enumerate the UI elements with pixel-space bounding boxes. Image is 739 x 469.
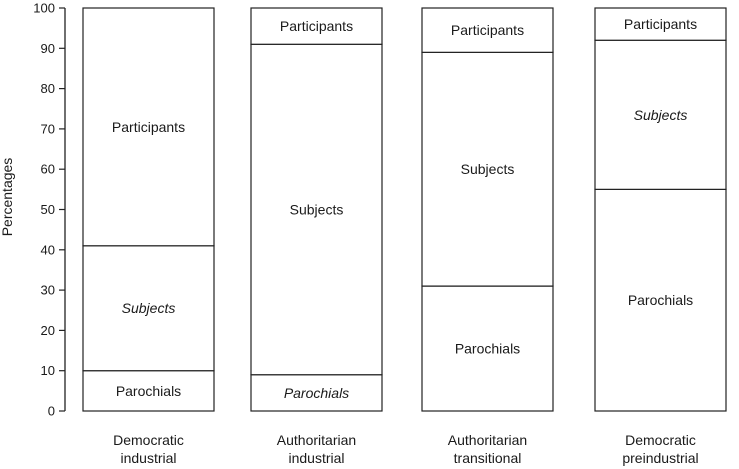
y-tick-label: 0 xyxy=(48,404,55,419)
segment-label-subjects: Subjects xyxy=(634,107,688,123)
bar-segment-parochials xyxy=(421,285,554,412)
x-axis-labels: Democratic industrial Authoritarian industr… xyxy=(113,432,699,466)
segment-label-subjects: Subjects xyxy=(461,161,515,177)
y-tick-label: 50 xyxy=(41,202,55,217)
segment-label-parochials: Parochials xyxy=(116,383,181,399)
y-tick-label: 20 xyxy=(41,323,55,338)
y-tick-label: 60 xyxy=(41,162,55,177)
bar-segment-participants xyxy=(421,7,554,53)
bar-segment-subjects xyxy=(250,43,383,376)
y-tick-label: 90 xyxy=(41,41,55,56)
y-tick-label: 100 xyxy=(33,1,55,16)
segment-label-parochials: Parochials xyxy=(455,341,520,357)
segment-label-participants: Participants xyxy=(280,18,353,34)
segment-label-parochials: Parochials xyxy=(284,385,349,401)
y-tick-label: 30 xyxy=(41,283,55,298)
bar-segment-parochials xyxy=(594,188,727,412)
y-tick-label: 80 xyxy=(41,81,55,96)
segment-label-parochials: Parochials xyxy=(628,292,693,308)
bar-segment-subjects xyxy=(82,245,215,372)
bar-segment-subjects xyxy=(421,51,554,287)
category-label: industrial xyxy=(288,450,344,466)
segment-label-participants: Participants xyxy=(112,119,185,135)
bar-segment-parochials xyxy=(82,370,215,412)
y-axis: 0 10 20 30 40 50 60 70 80 90 100 xyxy=(33,1,66,419)
y-tick-label: 40 xyxy=(41,242,55,257)
bar-segment-participants xyxy=(82,7,215,247)
segment-label-participants: Participants xyxy=(624,16,697,32)
category-label: transitional xyxy=(454,450,522,466)
segment-label-subjects: Subjects xyxy=(122,300,176,316)
category-label: industrial xyxy=(120,450,176,466)
category-label: preindustrial xyxy=(622,450,698,466)
y-tick-label: 10 xyxy=(41,363,55,378)
category-label: Democratic xyxy=(625,432,696,448)
segment-label-subjects: Subjects xyxy=(290,202,344,218)
bar-segment-participants xyxy=(250,7,383,45)
category-label: Authoritarian xyxy=(448,432,527,448)
bar-segment-participants xyxy=(594,7,727,41)
category-label: Authoritarian xyxy=(277,432,356,448)
y-axis-label: Percentages xyxy=(0,158,15,237)
bar-segment-subjects xyxy=(594,39,727,190)
category-label: Democratic xyxy=(113,432,184,448)
segment-label-participants: Participants xyxy=(451,22,524,38)
y-tick-label: 70 xyxy=(41,121,55,136)
bars: ParochialsSubjectsParticipantsParochials… xyxy=(82,7,727,412)
